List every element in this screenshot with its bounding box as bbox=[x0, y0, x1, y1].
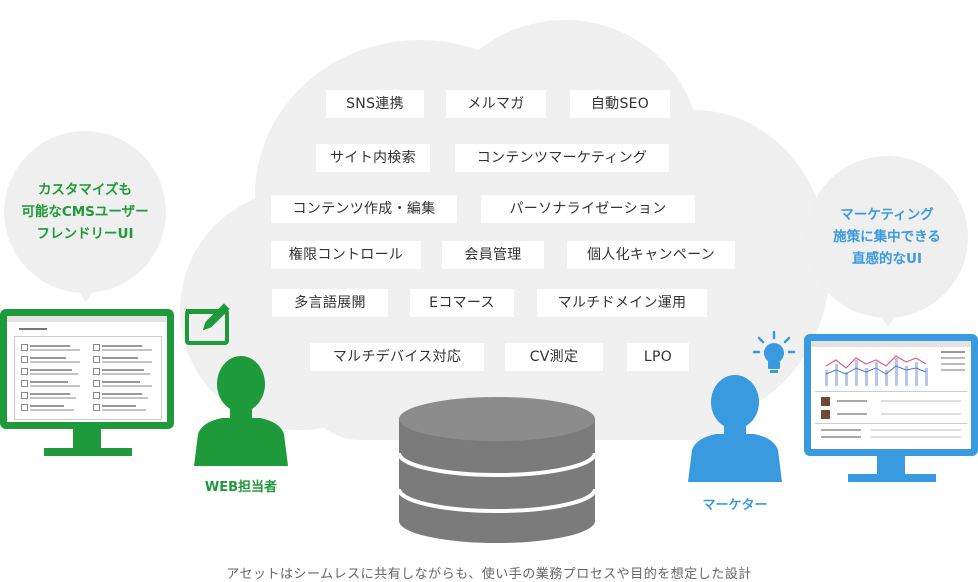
database-icon bbox=[395, 395, 599, 545]
bubble-tail bbox=[880, 315, 896, 327]
bubble-line: 直感的なUI bbox=[833, 248, 941, 270]
feature-tag: マルチドメイン運用 bbox=[537, 289, 707, 317]
bubble-line: 施策に集中できる bbox=[833, 226, 941, 248]
dashboard-chart bbox=[817, 350, 937, 388]
feature-tag: 多言語展開 bbox=[272, 289, 388, 317]
bubble-line: 可能なCMSユーザー bbox=[21, 201, 148, 223]
marketer-label: マーケター bbox=[680, 494, 790, 513]
feature-tag: SNS連携 bbox=[326, 90, 424, 118]
user-icon bbox=[686, 370, 784, 482]
bubble-line: マーケティング bbox=[833, 204, 941, 226]
feature-tag: 権限コントロール bbox=[271, 241, 421, 269]
bubble-tail bbox=[78, 290, 94, 302]
web-manager-label: WEB担当者 bbox=[186, 476, 296, 495]
feature-tag: マルチデバイス対応 bbox=[310, 343, 484, 371]
feature-tag: LPO bbox=[627, 343, 689, 371]
caption: アセットはシームレスに共有しながらも、使い手の業務プロセスや目的を想定した設計 bbox=[0, 563, 978, 582]
feature-tag: サイト内検索 bbox=[316, 144, 430, 172]
right-monitor-screen bbox=[811, 341, 971, 449]
user-icon bbox=[192, 350, 290, 466]
left-monitor-screen bbox=[7, 316, 167, 422]
edit-icon bbox=[184, 303, 242, 349]
feature-tag: コンテンツ作成・編集 bbox=[271, 195, 457, 223]
feature-tag: メルマガ bbox=[446, 90, 546, 118]
feature-tag: 自動SEO bbox=[570, 90, 670, 118]
left-speech-bubble: カスタマイズも 可能なCMSユーザー フレンドリーUI bbox=[4, 131, 166, 293]
feature-tag: Eコマース bbox=[410, 289, 514, 317]
feature-tag: コンテンツマーケティング bbox=[455, 144, 669, 172]
right-speech-bubble: マーケティング 施策に集中できる 直感的なUI bbox=[806, 156, 968, 318]
bubble-line: フレンドリーUI bbox=[21, 223, 148, 245]
feature-tag: CV測定 bbox=[505, 343, 603, 371]
feature-tag: パーソナライゼーション bbox=[481, 195, 695, 223]
feature-tag: 会員管理 bbox=[442, 241, 544, 269]
feature-tag: 個人化キャンペーン bbox=[567, 241, 735, 269]
bubble-line: カスタマイズも bbox=[21, 179, 148, 201]
